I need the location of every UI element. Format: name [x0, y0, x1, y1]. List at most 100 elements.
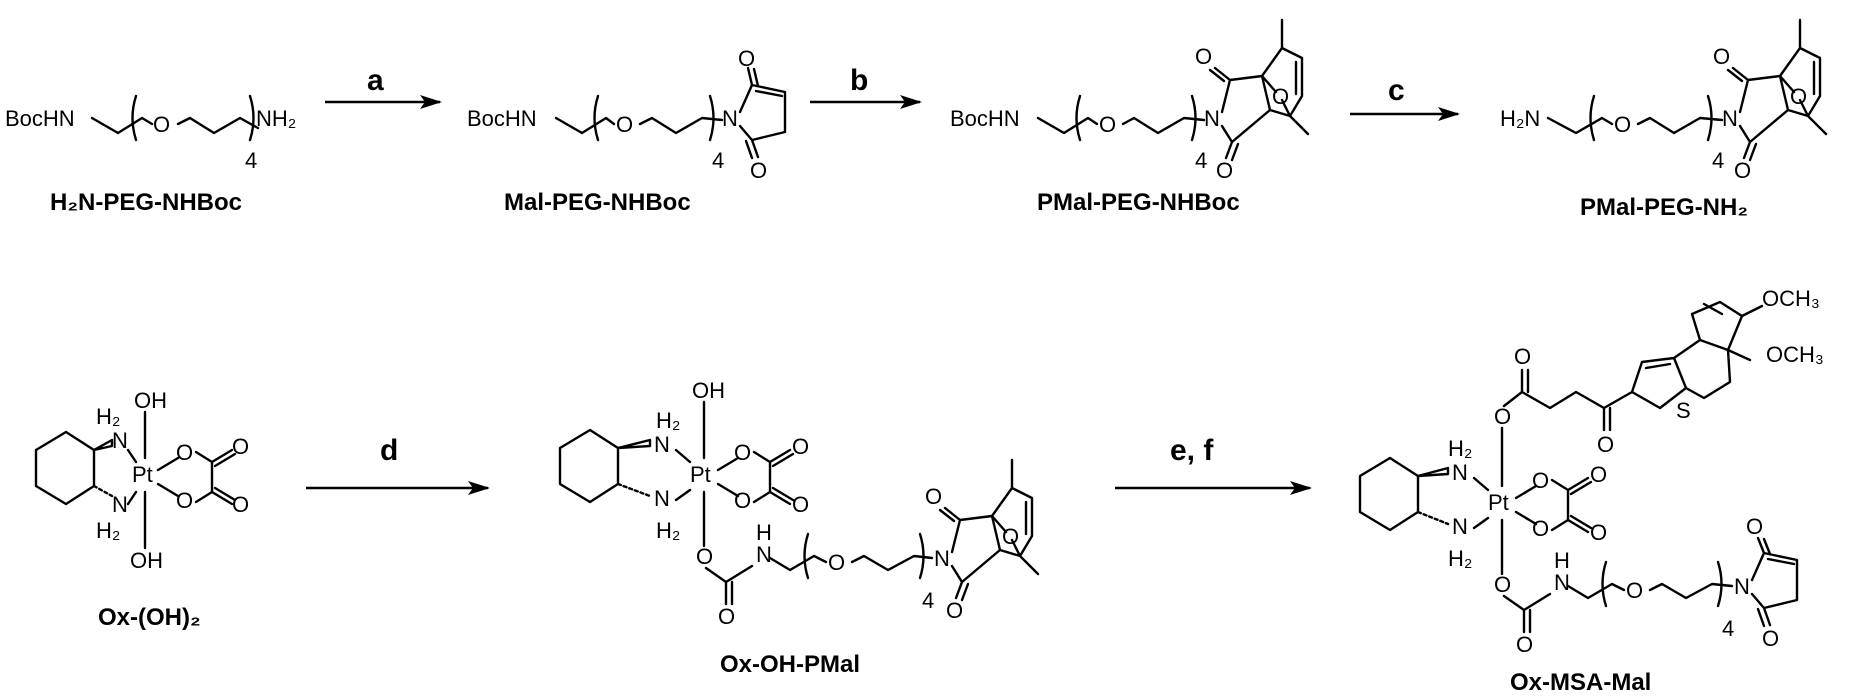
peg-repeat-bracket	[593, 94, 715, 142]
platinum-atom: Pt	[132, 462, 153, 487]
peg-oxygen: O	[1626, 578, 1643, 603]
oxalate-ring	[752, 448, 795, 506]
compound-label: Ox-OH-PMal	[720, 651, 860, 678]
carbamate-hydrogen: H	[756, 520, 772, 545]
dach-wedge-bond	[1416, 466, 1450, 478]
axial-hydroxyl: OH	[692, 378, 725, 403]
benzothiophene-ring	[1630, 300, 1764, 410]
peg-repeat-bracket	[803, 532, 925, 580]
peg-oxygen: O	[828, 550, 845, 575]
carbonyl-oxygen: O	[750, 158, 767, 183]
oxalate-oxygen: O	[1532, 468, 1549, 493]
ester-oxygen: O	[1494, 404, 1511, 429]
platinum-atom: Pt	[690, 462, 711, 487]
peg-repeat-bracket	[131, 94, 255, 142]
peg-chain	[1546, 116, 1724, 135]
amine-nitrogen: N	[1452, 514, 1468, 539]
carbonyl-oxygen: O	[1216, 158, 1233, 183]
step-d-label: d	[380, 434, 398, 467]
compound-pmal-peg-nh2: H₂N O 4 N O O O PMal-PEG-NH₂	[1500, 18, 1828, 221]
compound-label: Ox-MSA-Mal	[1510, 669, 1651, 696]
oxalate-oxygen: O	[734, 440, 751, 465]
bridge-oxygen: O	[1272, 84, 1289, 109]
amine-hydrogen: H₂	[96, 518, 120, 543]
compound-pmal-peg-nhboc: BocHN O 4 N O O O PMal-PEG-NHBoc	[950, 18, 1310, 216]
step-ef-label: e, f	[1170, 434, 1214, 467]
amine-group: NH₂	[256, 106, 296, 131]
oxalate-carbonyl-oxygen: O	[792, 492, 809, 517]
oxalate-oxygen: O	[734, 488, 751, 513]
step-b-label: b	[850, 64, 868, 97]
cyclohexane-ring	[558, 428, 620, 504]
peg-oxygen: O	[1614, 112, 1631, 137]
carbamate-carbonyl-oxygen: O	[718, 604, 735, 629]
compound-label: PMal-PEG-NH₂	[1580, 194, 1748, 221]
dach-wedge-bond	[92, 438, 114, 452]
oxalate-carbonyl-oxygen: O	[792, 434, 809, 459]
oxanorbornene-imide	[1208, 18, 1310, 162]
carbonyl-oxygen: O	[925, 484, 942, 509]
oxalate-oxygen: O	[176, 488, 193, 513]
amine-hydrogen: H₂	[1448, 546, 1472, 571]
amine-hydrogen: H₂	[656, 518, 680, 543]
ester-carbonyl-oxygen: O	[1514, 344, 1531, 369]
peg-oxygen: O	[153, 112, 170, 137]
repeat-count: 4	[1195, 148, 1207, 173]
oxalate-carbonyl-oxygen: O	[1590, 462, 1607, 487]
maleimide-ring	[1750, 536, 1799, 628]
oxalate-oxygen: O	[176, 440, 193, 465]
carbamate-hydrogen: H	[1554, 548, 1570, 573]
oxalate-carbonyl-oxygen: O	[232, 434, 249, 459]
repeat-count: 4	[712, 148, 724, 173]
compound-h2n-peg-nhboc: BocHN O 4 NH₂ H₂N-PEG-NHBoc	[5, 94, 296, 216]
amine-nitrogen: N	[654, 432, 670, 457]
peg-repeat-bracket	[1075, 94, 1197, 142]
maleimide-nitrogen: N	[1734, 574, 1750, 599]
peg-chain	[1036, 116, 1206, 135]
carbonyl-oxygen: O	[738, 46, 755, 71]
maleimide-nitrogen: N	[722, 106, 738, 131]
reaction-arrows: a b c d e, f	[306, 64, 1460, 495]
amine-hydrogen: H₂	[1448, 436, 1472, 461]
compound-label: Mal-PEG-NHBoc	[504, 189, 691, 216]
repeat-count: 4	[245, 148, 257, 173]
dach-hash-bond	[616, 482, 652, 498]
compound-label: PMal-PEG-NHBoc	[1037, 189, 1240, 216]
compound-label: Ox-(OH)₂	[98, 604, 201, 631]
dach-hash-bond	[1416, 510, 1450, 526]
dach-hash-bond	[92, 484, 114, 498]
compound-ox-oh2: N N H₂ H₂ Pt OH OH O O O O Ox-(OH)₂	[34, 388, 249, 631]
carbamate-carbonyl-oxygen: O	[1516, 632, 1533, 657]
amine-group: H₂N	[1500, 106, 1540, 131]
oxanorbornene-imide	[938, 458, 1040, 602]
imide-nitrogen: N	[934, 546, 950, 571]
carbamate-nitrogen: N	[756, 542, 772, 567]
step-c-label: c	[1388, 74, 1405, 107]
amine-hydrogen: H₂	[656, 408, 680, 433]
methoxy-group: OCH₃	[1766, 342, 1824, 367]
repeat-count: 4	[1712, 148, 1724, 173]
oxanorbornene-imide	[1726, 18, 1828, 162]
maleimide-ring	[738, 66, 787, 160]
bochn-group: BocHN	[950, 106, 1020, 131]
platinum-atom: Pt	[1488, 490, 1509, 515]
oxalate-carbonyl-oxygen: O	[1590, 520, 1607, 545]
pt-coordination	[126, 410, 180, 550]
peg-repeat-bracket	[1601, 560, 1723, 608]
amine-nitrogen: N	[112, 428, 128, 453]
carbonyl-oxygen: O	[1762, 626, 1779, 651]
axial-hydroxyl: OH	[130, 548, 163, 573]
carbamate-nitrogen: N	[1554, 570, 1570, 595]
carbamate-oxygen: O	[696, 544, 713, 569]
peg-oxygen: O	[616, 112, 633, 137]
oxalate-ring	[194, 448, 237, 506]
dach-wedge-bond	[616, 438, 652, 450]
carbonyl-oxygen: O	[1195, 44, 1212, 69]
peg-repeat-bracket	[1589, 94, 1713, 142]
carbonyl-oxygen: O	[1734, 158, 1751, 183]
bochn-group: BocHN	[5, 106, 75, 131]
step-a-label: a	[367, 64, 384, 97]
cyclohexane-ring	[34, 430, 96, 506]
repeat-count: 4	[922, 588, 934, 613]
